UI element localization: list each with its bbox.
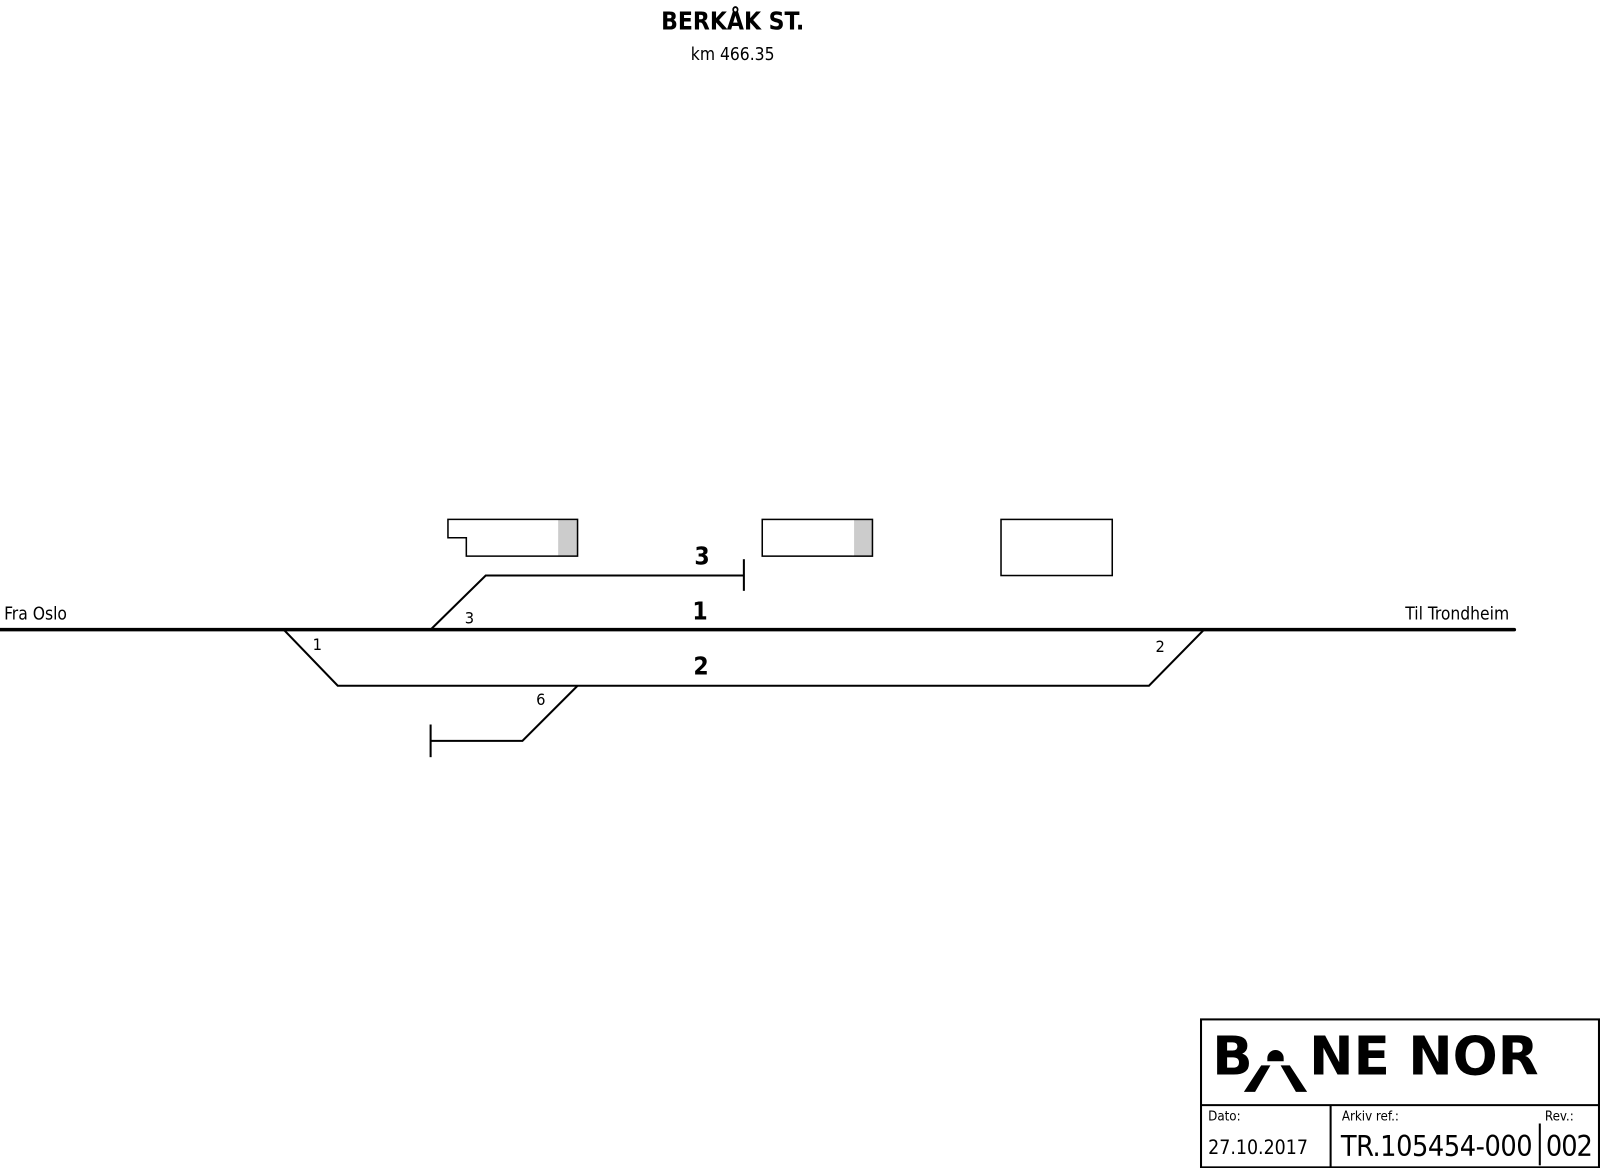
tunnel-arch-icon [1243,1050,1308,1092]
svg-text:NE NOR: NE NOR [1309,1026,1538,1088]
track-3-line [429,574,744,631]
switch-6-label: 6 [536,690,545,709]
svg-text:B: B [1212,1026,1252,1088]
building-1-shade [558,519,578,557]
date-label: Dato: [1208,1109,1240,1124]
direction-to-trondheim: Til Trondheim [1404,604,1509,624]
building-2 [761,518,874,557]
switch-1-label: 1 [313,635,322,654]
title-block: B NE NOR Dato: 27.10.2017 Arkiv ref.: TR… [1200,1018,1600,1168]
date-value: 27.10.2017 [1208,1136,1308,1159]
building-2-shade [854,519,873,557]
track-1-label: 1 [692,596,707,625]
revision-label: Rev.: [1545,1109,1574,1124]
building-3 [1000,518,1114,577]
switch-2-label: 2 [1156,637,1165,656]
track-2-line [282,628,1205,687]
direction-from-oslo: Fra Oslo [4,604,67,624]
archive-ref-label: Arkiv ref.: [1342,1109,1399,1124]
track-3-label: 3 [694,541,709,570]
bane-nor-logo: B NE NOR [1212,1026,1539,1092]
revision-value: 002 [1546,1129,1593,1163]
station-name: BERKÅK ST. [661,7,804,36]
track-2-label: 2 [693,652,708,681]
archive-ref-value: TR.105454-000 [1340,1129,1533,1163]
building-1 [447,518,579,557]
km-marker: km 466.35 [691,45,775,65]
switch-3-label: 3 [465,608,474,627]
siding-6-line [430,685,579,742]
